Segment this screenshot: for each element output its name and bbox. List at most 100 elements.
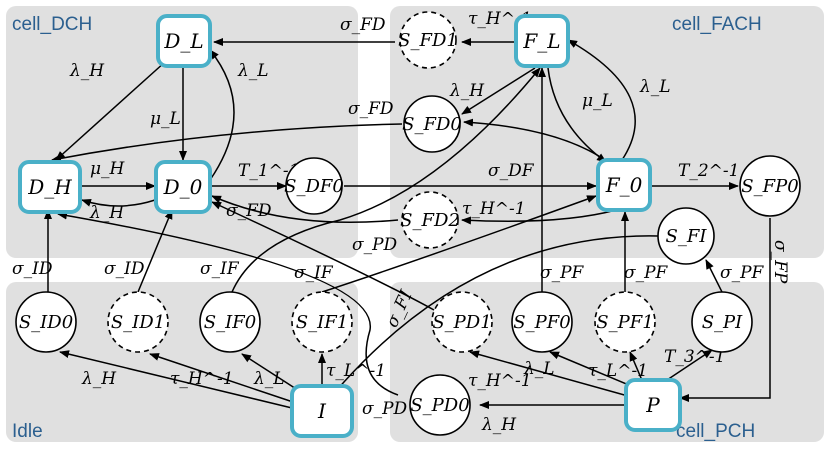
- node-d0: D_0: [154, 160, 212, 214]
- node-spd1: S_PD1: [431, 291, 493, 353]
- label-sigma-if-right: σ_IF: [294, 263, 334, 283]
- region-label-fach: cell_FACH: [672, 14, 762, 35]
- label-sigma-pd-top: σ_PD: [352, 235, 398, 255]
- label-lambda-l-dch: λ_L: [237, 61, 269, 81]
- region-label-idle: Idle: [12, 421, 43, 442]
- label-lambda-l-pch: λ_L: [523, 359, 555, 379]
- node-spi: S_PI: [691, 291, 753, 353]
- node-f0: F_0: [596, 158, 652, 212]
- label-lambda-h-idle: λ_H: [81, 369, 117, 389]
- label-sigma-id-mid: σ_ID: [104, 259, 145, 279]
- svg-text:S_FD1: S_FD1: [398, 30, 458, 51]
- node-sfd0: S_FD0: [402, 95, 462, 153]
- svg-text:S_IF0: S_IF0: [204, 312, 256, 333]
- node-sid1: S_ID1: [107, 291, 169, 353]
- label-sigma-fd-top: σ_FD: [340, 15, 386, 35]
- edge-i-sid0: [59, 350, 293, 409]
- node-dh: D_H: [18, 160, 82, 214]
- edge-p-spd1: [469, 350, 629, 397]
- label-tau-h-idle: τ_H^-1: [170, 369, 234, 389]
- svg-text:S_FD2: S_FD2: [400, 210, 460, 231]
- svg-text:I: I: [317, 399, 327, 423]
- label-sigma-pf-left: σ_PF: [540, 263, 585, 283]
- edge-sif1-f0: [321, 195, 597, 293]
- node-dl: D_L: [156, 14, 212, 68]
- node-sfp0: S_FP0: [739, 155, 801, 217]
- label-tau-h-fd2: τ_H^-1: [462, 199, 526, 219]
- label-sigma-pf-right: σ_PF: [720, 263, 765, 283]
- svg-text:S_ID0: S_ID0: [19, 312, 73, 333]
- svg-text:S_PD1: S_PD1: [432, 312, 491, 333]
- svg-text:S_ID1: S_ID1: [111, 312, 165, 333]
- label-lambda-l-idle: λ_L: [253, 369, 285, 389]
- label-sigma-df: σ_DF: [488, 161, 535, 181]
- svg-text:D_L: D_L: [163, 29, 203, 53]
- edge-dl-dh: [55, 61, 166, 161]
- node-sif0: S_IF0: [199, 291, 261, 353]
- region-cell-fach: [390, 6, 824, 258]
- node-sfd2: S_FD2: [400, 191, 460, 249]
- node-i: I: [290, 384, 354, 438]
- region-label-pch: cell_PCH: [676, 421, 755, 442]
- node-p: P: [624, 378, 682, 432]
- edge-f0-sfd2: [461, 209, 617, 225]
- node-sid0: S_ID0: [15, 291, 77, 353]
- label-sigma-fd-mid: σ_FD: [348, 99, 394, 119]
- edge-sfd2-d0: [211, 195, 399, 224]
- svg-text:S_PI: S_PI: [702, 312, 743, 333]
- label-sigma-id-left: σ_ID: [12, 259, 53, 279]
- edge-sfp0-p: [679, 218, 771, 402]
- node-sif1: S_IF1: [291, 291, 353, 353]
- edges: [44, 38, 771, 409]
- label-mu-l-dch: μ_L: [150, 109, 181, 129]
- label-lambda-l-fach: λ_L: [639, 77, 671, 97]
- label-t3: T_3^-1: [664, 347, 725, 367]
- label-mu-l-fach: μ_L: [582, 91, 613, 111]
- label-sigma-fp: σ_FP: [770, 240, 790, 284]
- label-sigma-if-left: σ_IF: [200, 259, 240, 279]
- svg-text:S_PF0: S_PF0: [513, 312, 570, 333]
- label-sigma-fd-low: σ_FD: [226, 201, 272, 221]
- label-lambda-h-pch: λ_H: [481, 415, 517, 435]
- node-sdf0: S_DF0: [284, 157, 344, 215]
- edge-spd1-d0: [211, 201, 435, 311]
- region-label-dch: cell_DCH: [12, 14, 92, 35]
- svg-text:D_0: D_0: [163, 175, 203, 199]
- label-tau-l-idle: τ_L^-1: [326, 361, 386, 381]
- svg-text:S_IF1: S_IF1: [296, 312, 348, 333]
- label-tau-l-pch: τ_L^-1: [588, 361, 648, 381]
- label-lambda-h-dch: λ_H: [69, 61, 105, 81]
- edge-fl-f0: [547, 67, 607, 163]
- node-fl: F_L: [514, 14, 570, 68]
- label-t2: T_2^-1: [678, 161, 739, 181]
- node-sfd1: S_FD1: [398, 11, 458, 69]
- svg-text:S_FD0: S_FD0: [402, 114, 462, 135]
- label-t1: T_1^-1: [238, 161, 299, 181]
- svg-text:S_DF0: S_DF0: [284, 176, 344, 197]
- label-sigma-pf-mid: σ_PF: [624, 263, 669, 283]
- svg-text:S_FP0: S_FP0: [741, 176, 798, 197]
- edge-d0-dl: [209, 49, 235, 181]
- label-sigma-pd-low: σ_PD: [362, 399, 408, 419]
- svg-text:S_PF1: S_PF1: [596, 312, 653, 333]
- label-lambda-h-fach: λ_H: [449, 81, 485, 101]
- edge-d0-dh: [81, 199, 156, 207]
- node-sfi: S_FI: [657, 207, 715, 265]
- label-tau-h-pch: τ_H^-1: [468, 371, 532, 391]
- edge-fl-sfd0: [461, 67, 536, 115]
- svg-text:S_FI: S_FI: [666, 226, 708, 247]
- edge-p-spf0: [549, 351, 637, 389]
- edge-sfi-i: [329, 235, 659, 399]
- edge-sfd0-dh: [51, 123, 403, 163]
- svg-text:S_PD0: S_PD0: [410, 395, 469, 416]
- edge-i-sid1: [149, 353, 297, 404]
- label-mu-h: μ_H: [90, 159, 126, 179]
- node-spf1: S_PF1: [594, 291, 656, 353]
- node-spd0: S_PD0: [409, 374, 471, 436]
- node-spf0: S_PF0: [511, 291, 573, 353]
- region-cell-dch: [6, 6, 358, 258]
- edge-spd0-dh: [57, 211, 399, 396]
- svg-text:F_0: F_0: [605, 173, 643, 197]
- svg-text:D_H: D_H: [27, 175, 72, 199]
